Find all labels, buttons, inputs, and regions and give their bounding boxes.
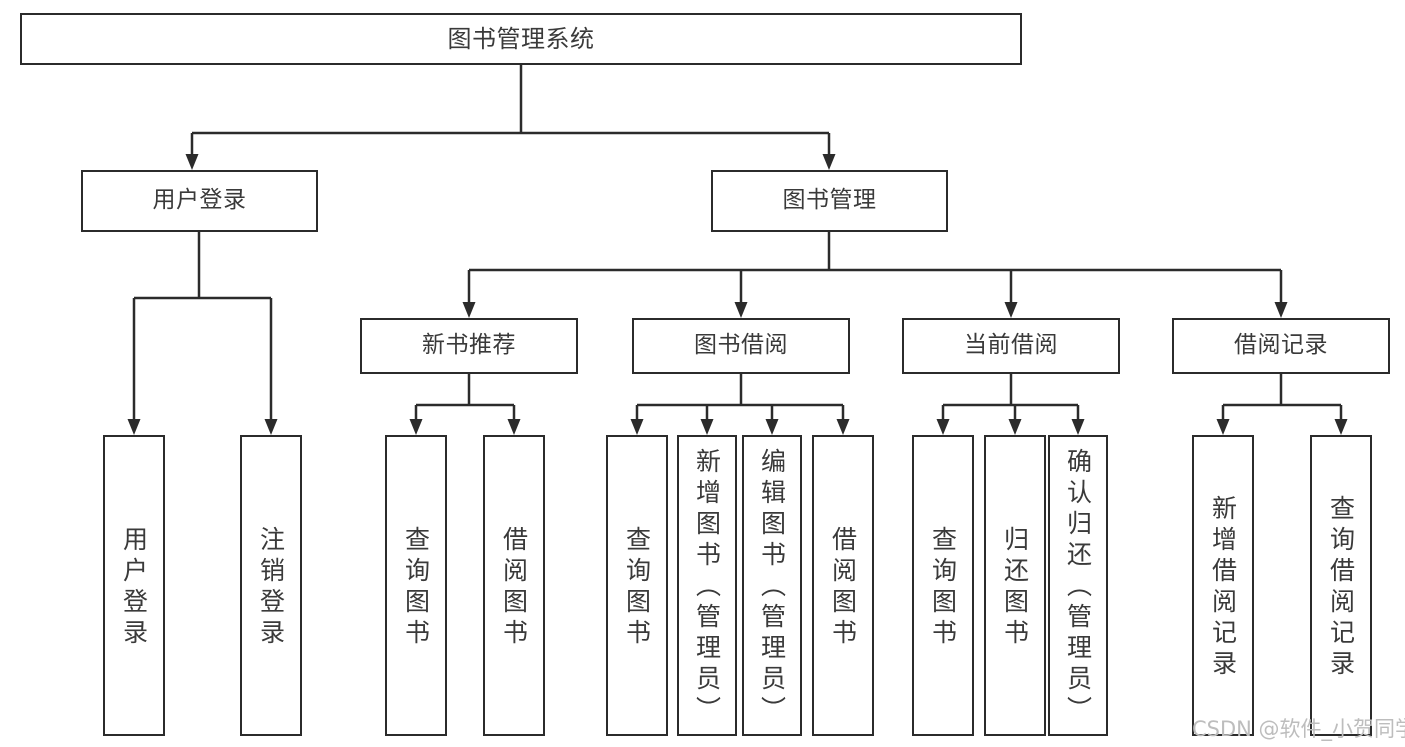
arrowhead-icon (185, 154, 199, 170)
node-leaf-confirm-return[interactable]: 确认归还（管理员） (1048, 435, 1108, 736)
arrowhead-icon (409, 419, 423, 435)
node-user-login-label: 用户登录 (152, 187, 247, 214)
node-leaf-borrow-book-rec-label: 借阅图书 (499, 525, 529, 650)
node-current-borrow[interactable]: 当前借阅 (902, 318, 1120, 374)
node-leaf-user-logout[interactable]: 注销登录 (240, 435, 302, 736)
arrowhead-icon (1334, 419, 1348, 435)
connector-bus (637, 374, 843, 407)
node-leaf-confirm-return-label: 确认归还（管理员） (1063, 448, 1093, 727)
connector-bus (943, 374, 1078, 407)
node-leaf-edit-book[interactable]: 编辑图书（管理员） (742, 435, 802, 736)
arrowhead-icon (127, 419, 141, 435)
arrowhead-icon (1071, 419, 1085, 435)
node-leaf-user-login-label: 用户登录 (119, 525, 149, 650)
node-leaf-add-record[interactable]: 新增借阅记录 (1192, 435, 1254, 736)
node-leaf-query-record-label: 查询借阅记录 (1326, 494, 1356, 681)
node-book-borrow-label: 图书借阅 (694, 332, 788, 359)
node-leaf-borrow-book-rec[interactable]: 借阅图书 (483, 435, 545, 736)
arrowhead-icon (765, 419, 779, 435)
node-leaf-edit-book-label: 编辑图书（管理员） (757, 448, 787, 727)
node-leaf-return-book-label: 归还图书 (1000, 525, 1030, 650)
arrowhead-icon (1008, 419, 1022, 435)
connector-bus (469, 232, 1281, 272)
node-book-manage-label: 图书管理 (782, 187, 877, 214)
node-book-borrow[interactable]: 图书借阅 (632, 318, 850, 374)
node-user-login[interactable]: 用户登录 (81, 170, 318, 232)
arrowhead-icon (630, 419, 644, 435)
arrowhead-icon (462, 302, 476, 318)
connector-bus (192, 65, 829, 135)
node-current-borrow-label: 当前借阅 (964, 332, 1058, 359)
node-root-label: 图书管理系统 (447, 24, 595, 53)
arrowhead-icon (264, 419, 278, 435)
arrowhead-icon (507, 419, 521, 435)
node-leaf-query-book-borrow-label: 查询图书 (622, 525, 652, 650)
node-new-book-recommend-label: 新书推荐 (422, 332, 516, 359)
node-leaf-add-record-label: 新增借阅记录 (1208, 494, 1238, 681)
node-borrow-record-label: 借阅记录 (1234, 332, 1328, 359)
node-leaf-query-book-cur-label: 查询图书 (928, 525, 958, 650)
node-leaf-query-book-rec-label: 查询图书 (401, 525, 431, 650)
arrowhead-icon (836, 419, 850, 435)
node-root[interactable]: 图书管理系统 (20, 13, 1022, 65)
node-leaf-user-logout-label: 注销登录 (256, 525, 286, 650)
connector-bus (1223, 374, 1341, 407)
node-leaf-borrow-book[interactable]: 借阅图书 (812, 435, 874, 736)
node-leaf-borrow-book-label: 借阅图书 (828, 525, 858, 650)
arrowhead-icon (700, 419, 714, 435)
arrowhead-icon (1216, 419, 1230, 435)
node-leaf-query-book-borrow[interactable]: 查询图书 (606, 435, 668, 736)
node-leaf-query-book-cur[interactable]: 查询图书 (912, 435, 974, 736)
node-leaf-add-book-label: 新增图书（管理员） (692, 448, 722, 727)
csdn-watermark: CSDN @软件_小贺同学 (1192, 717, 1405, 741)
node-leaf-query-book-rec[interactable]: 查询图书 (385, 435, 447, 736)
node-leaf-user-login[interactable]: 用户登录 (103, 435, 165, 736)
arrowhead-icon (1004, 302, 1018, 318)
node-leaf-return-book[interactable]: 归还图书 (984, 435, 1046, 736)
node-borrow-record[interactable]: 借阅记录 (1172, 318, 1390, 374)
connector-bus (134, 232, 271, 300)
node-leaf-add-book[interactable]: 新增图书（管理员） (677, 435, 737, 736)
arrowhead-icon (734, 302, 748, 318)
connector-bus (416, 374, 514, 407)
arrowhead-icon (936, 419, 950, 435)
arrowhead-icon (1274, 302, 1288, 318)
node-book-manage[interactable]: 图书管理 (711, 170, 948, 232)
node-new-book-recommend[interactable]: 新书推荐 (360, 318, 578, 374)
arrowhead-icon (822, 154, 836, 170)
node-leaf-query-record[interactable]: 查询借阅记录 (1310, 435, 1372, 736)
